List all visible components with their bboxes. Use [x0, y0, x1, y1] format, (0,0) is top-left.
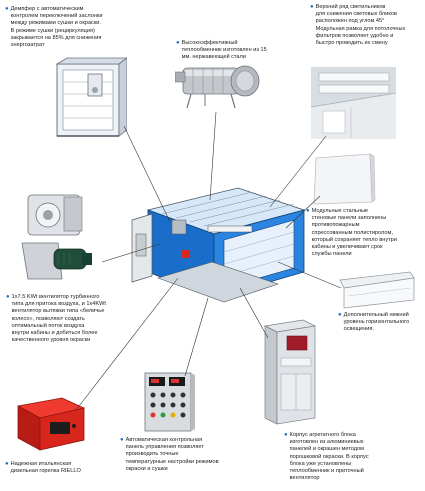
lights-bottom-text: Дополнительный нижний уровень горизонтал… [343, 312, 410, 333]
heat-exchanger-text: Высокоэффективный теплообменник изготовл… [181, 40, 267, 61]
ceiling-lights-image [311, 67, 396, 139]
housing-callout: ● Корпус агрегатного блока изготовлен из… [284, 432, 369, 482]
bottom-light-image [339, 271, 415, 309]
fans-callout: ● 1х7.5 KWt вентилятор турбинного типа д… [6, 294, 106, 344]
bullet-icon: ● [310, 4, 314, 10]
wall-panel-image [313, 153, 376, 205]
wall-panels-callout: ● Модульные стальные стеновые панели зап… [306, 208, 397, 258]
heat-exchanger-callout: ● Высокоэффективный теплообменник изгото… [176, 40, 267, 62]
burner-text: Надежная итальянская дизельная горелка R… [10, 461, 81, 475]
bullet-icon: ● [120, 437, 124, 443]
control-panel-callout: ● Автоматическая контрольная панель упра… [120, 437, 219, 473]
lights-top-text: Верхний ряд светильников для снижения св… [315, 4, 406, 47]
bullet-icon: ● [176, 40, 180, 46]
bullet-icon: ● [6, 294, 10, 300]
bullet-icon: ● [284, 432, 288, 438]
damper-callout: ● Демпфер с автоматическим контролем пер… [5, 6, 102, 49]
burner-image [16, 397, 86, 451]
unit-housing-image [263, 319, 317, 425]
damper-text: Демпфер с автоматическим контролем перек… [10, 6, 103, 49]
damper-image [55, 57, 127, 137]
housing-text: Корпус агрегатного блока изготовлен из а… [289, 432, 369, 482]
heat-exchanger-image [175, 65, 260, 109]
wall-panels-text: Модульные стальные стеновые панели запол… [311, 208, 397, 258]
bullet-icon: ● [5, 461, 9, 467]
fans-image [21, 194, 92, 280]
bullet-icon: ● [306, 208, 310, 214]
bullet-icon: ● [338, 312, 342, 318]
burner-callout: ● Надежная итальянская дизельная горелка… [5, 461, 81, 475]
control-panel-image [144, 372, 195, 432]
control-panel-text: Автоматическая контрольная панель управл… [125, 437, 219, 472]
paint-booth-illustration [131, 187, 306, 303]
fans-text: 1х7.5 KWt вентилятор турбинного типа для… [11, 294, 106, 344]
bullet-icon: ● [5, 6, 9, 12]
lights-top-callout: ● Верхний ряд светильников для снижения … [310, 4, 405, 47]
lights-bottom-callout: ● Дополнительный нижний уровень горизонт… [338, 312, 409, 334]
